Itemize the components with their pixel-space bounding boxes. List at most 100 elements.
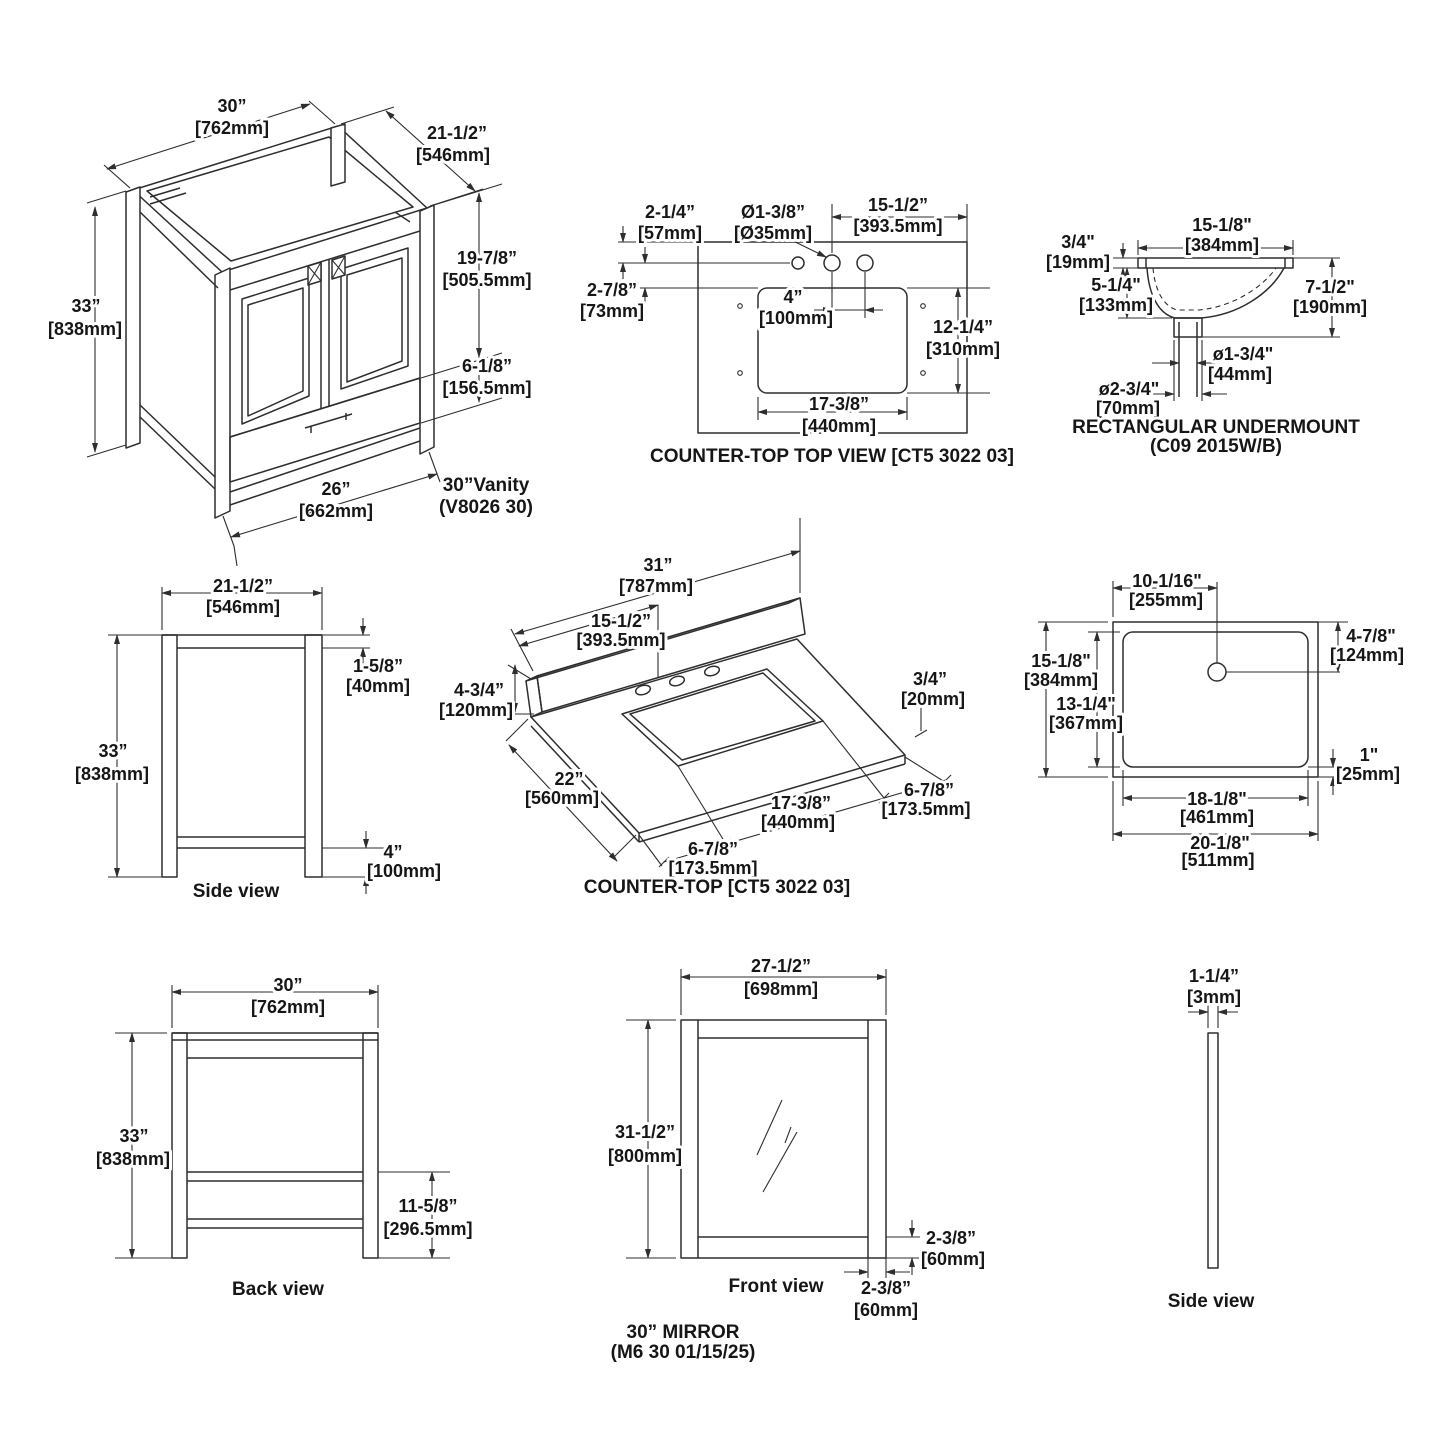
side-stretcher-top [139, 404, 216, 478]
vanity-side-view: 21-1/2” [546mm] 1-5/8” [40mm] 33” [838mm… [72, 573, 444, 905]
left-door-panel [241, 277, 310, 425]
dim-cttop-edge-in: 2-1/4” [645, 202, 695, 222]
sink-cutout-outer [621, 668, 824, 767]
dim-back-width-mm: [762mm] [251, 997, 325, 1017]
dim-back-height-mm: [838mm] [96, 1149, 170, 1169]
countertop-top-caption: COUNTER-TOP TOP VIEW [CT5 3022 03] [650, 446, 1014, 467]
mounting-hole [737, 370, 743, 376]
back-right-post [362, 1032, 379, 1259]
dim-sink-rim-mm: [19mm] [1046, 252, 1110, 272]
door-latch-right [331, 255, 346, 280]
dim-sinktop-cx-mm: [255mm] [1129, 590, 1203, 610]
dim-side-rail-in: 1-5/8” [353, 656, 403, 676]
front-right-leg [419, 204, 435, 455]
back-view-dimensions [115, 985, 450, 1259]
top-frame-outer [132, 125, 428, 273]
dim-cttop-depth-mm: [310mm] [926, 339, 1000, 359]
dim-ctpersp-cutwidth-mm: [440mm] [761, 812, 835, 832]
dim-ctpersp-depth-mm: [560mm] [525, 788, 599, 808]
dim-side-base-in: 4” [383, 842, 402, 862]
faucet-hole [634, 684, 652, 696]
dim-sink-drain-big-in: ø2-3/4" [1099, 379, 1160, 399]
dim-cttop-width-in: 17-3/8” [809, 394, 869, 414]
dim-mirror-height-in: 31-1/2” [615, 1122, 675, 1142]
right-door-panel [340, 247, 409, 390]
back-left-leg [125, 186, 141, 449]
sink-bowl-inner [1152, 267, 1277, 311]
dim-sink-depth-mm: [133mm] [1079, 295, 1153, 315]
dim-ctpersp-width-mm: [787mm] [619, 576, 693, 596]
dim-mirror-side-mm: [60mm] [921, 1249, 985, 1269]
mirror-side-caption: Side view [1168, 1291, 1255, 1312]
dim-vanity-base-in: 26” [321, 479, 350, 499]
left-door-panel-inner [247, 287, 304, 417]
dim-sinktop-lip-in: 1" [1360, 745, 1379, 765]
corner-brace [149, 187, 181, 198]
sink-section-dimensions [1113, 240, 1340, 401]
dim-ctpersp-left-mm: [173.5mm] [668, 858, 757, 878]
dim-sink-drain-small-mm: [44mm] [1208, 364, 1272, 384]
dim-vanity-base-mm: [662mm] [299, 501, 373, 521]
sink-inner-rect [1122, 631, 1309, 768]
dim-ctpersp-left-in: 6-7/8” [688, 839, 738, 859]
corner-brace [394, 211, 411, 223]
vanity-isometric-view: 30” [762mm] 21-1/2” [546mm] 33” [838mm] … [45, 93, 536, 567]
vanity-back-view: 30” [762mm] 33” [838mm] 11-5/8” [296.5mm… [93, 972, 476, 1303]
mirror-title-line1: 30” MIRROR [627, 1322, 740, 1343]
side-rail-bottom [139, 211, 219, 289]
glass-reflection [784, 1126, 792, 1144]
dim-sinktop-lip-mm: [25mm] [1336, 764, 1400, 784]
dim-sinktop-innerheight-mm: [367mm] [1049, 713, 1123, 733]
vanity-dimensions [86, 100, 503, 567]
mirror-front-view: 27-1/2” [698mm] 31-1/2” [800mm] 2-3/8” [… [605, 953, 988, 1366]
dim-cttop-width-mm: [440mm] [802, 416, 876, 436]
sink-top-dimensions [1038, 581, 1348, 841]
dim-sinktop-outerheight-in: 15-1/8" [1031, 651, 1091, 671]
door-latch-left [307, 261, 322, 286]
dim-back-shelf-in: 11-5/8” [398, 1196, 457, 1216]
dim-cttop-hole-in: Ø1-3/8” [741, 202, 805, 222]
dim-mirror-width-in: 27-1/2” [751, 956, 811, 976]
backsplash-front [536, 597, 806, 713]
sink-cutout-inner [629, 672, 816, 761]
faucet-hole-right [856, 254, 874, 272]
front-left-leg [214, 267, 231, 519]
sink-section-caption-line2: (C09 2015W/B) [1150, 436, 1282, 457]
dim-mirror-bottom-in: 2-3/8” [861, 1278, 911, 1298]
dim-cttop-back-mm: [73mm] [580, 301, 644, 321]
side-stretcher-bottom [139, 416, 216, 490]
top-frame-inner [146, 136, 414, 262]
dim-sinktop-outerwidth-in: 20-1/8" [1190, 833, 1250, 853]
back-view-caption: Back view [232, 1279, 324, 1300]
dim-side-depth-in: 21-1/2” [213, 576, 273, 596]
dim-cttop-cc-in: 4” [783, 287, 802, 307]
dim-vanity-height-in: 33” [71, 296, 100, 316]
dim-ctpersp-thick-mm: [20mm] [901, 689, 965, 709]
dim-ctpersp-splash-mm: [120mm] [439, 700, 513, 720]
countertop-top-view: 2-1/4” [57mm] Ø1-3/8” [Ø35mm] 15-1/2” [3… [577, 192, 1017, 470]
countertop-perspective-caption: COUNTER-TOP [CT5 3022 03] [584, 877, 850, 898]
front-rail-bottom [229, 230, 421, 291]
mirror-title-line2: (M6 30 01/15/25) [611, 1342, 756, 1363]
vanity-model-line1: 30”Vanity [443, 475, 530, 496]
mounting-hole [737, 303, 743, 309]
dim-ctpersp-span-mm: [393.5mm] [576, 630, 665, 650]
sink-outer-rect [1112, 621, 1319, 778]
dim-ctpersp-thick-in: 3/4” [913, 669, 947, 689]
side-view-drawing [161, 634, 323, 878]
dim-vanity-depth-in: 21-1/2” [427, 123, 487, 143]
sink-section-caption-line1: RECTANGULAR UNDERMOUNT [1072, 417, 1360, 438]
mounting-hole [920, 370, 926, 376]
faucet-hole [703, 665, 721, 677]
side-left-post [161, 634, 178, 878]
dim-sink-rim-in: 3/4" [1061, 232, 1095, 252]
right-door-panel-inner [346, 257, 403, 383]
dim-cttop-cc-mm: [100mm] [759, 308, 833, 328]
dim-sinktop-innerheight-in: 13-1/4" [1056, 694, 1116, 714]
back-view-drawing [171, 1032, 379, 1259]
sink-section-drawing [1137, 257, 1294, 397]
dim-cttop-span-mm: [393.5mm] [853, 216, 942, 236]
vanity-cabinet-drawing [125, 123, 435, 519]
dim-sink-depth-in: 5-1/4" [1091, 275, 1141, 295]
